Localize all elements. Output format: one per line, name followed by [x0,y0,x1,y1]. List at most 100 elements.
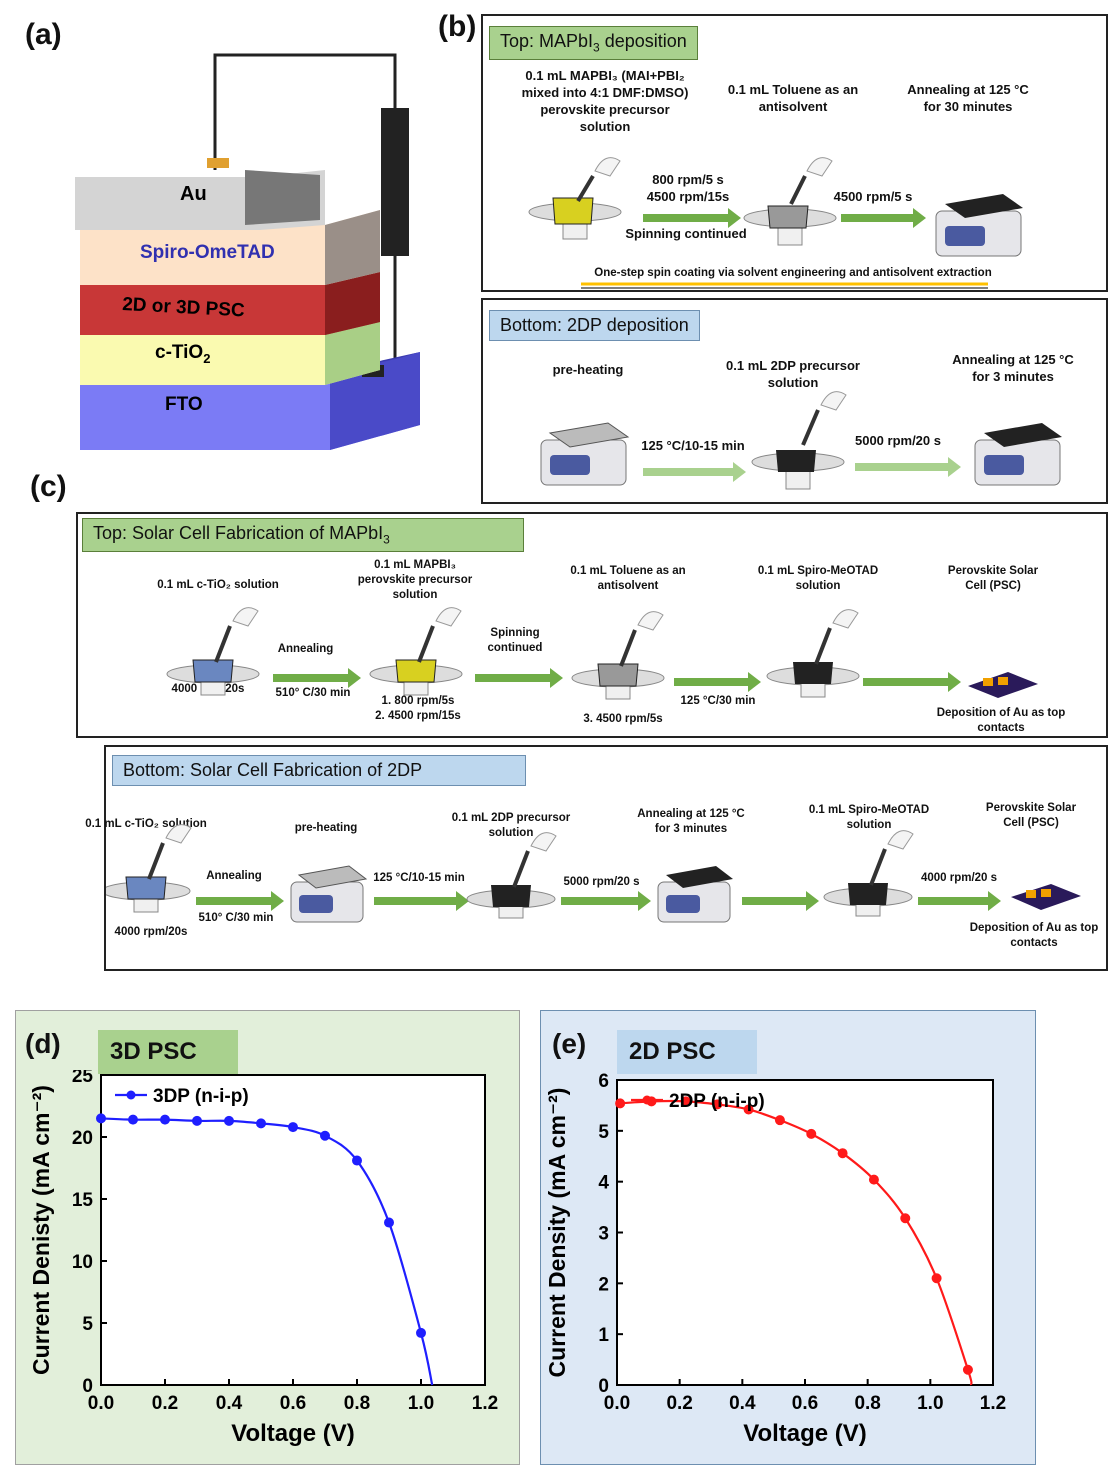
spin-coater-c3 [571,663,665,700]
c-top-s1: 0.1 mL c-TiO₂ solution [157,579,279,591]
chart-e-xtick-label: 0.6 [792,1393,818,1414]
pipette-icon-b [801,391,847,446]
chart-d-data-point [160,1114,170,1125]
c-top-a2: Spinning continued [487,627,543,654]
pipette-icon-c2 [417,607,462,663]
c-bottom-a1b: 510° C/30 min [198,912,274,924]
chart-d-legend-label: 3DP (n-i-p) [153,1086,249,1107]
b-top-step1: 0.1 mL MAPBI₃ (MAI+PBI₂ mixed into 4:1 D… [521,68,689,134]
chart-d-data-point [384,1217,394,1228]
chart-d-xtick-label: 1.2 [472,1393,498,1414]
chart-e-legend-marker [642,1095,652,1105]
c-top-arrow3 [674,672,761,692]
layer-label-fto: FTO [165,394,203,415]
c-bottom-s6b: Deposition of Au as top contacts [969,922,1099,949]
c-bottom-a3: 5000 rpm/20 s [563,876,640,888]
chart-d-ytick-label: 0 [82,1376,93,1397]
b-bottom-panel: Bottom: 2DP deposition pre-heating 0.1 m… [481,298,1108,504]
panel-label-b: (b) [438,10,477,43]
chart-d-xtick-label: 0.0 [88,1393,114,1414]
c-top-header: Top: Solar Cell Fabrication of MAPbI3 [82,518,524,552]
c-bottom-s1b: 4000 rpm/20s [114,926,188,938]
spin-coater-d2 [466,885,556,919]
chart-d-title: 3D PSC [98,1030,238,1074]
layer-label-spiro: Spiro-OmeTAD [140,242,275,263]
c-top-s2: 0.1 mL MAPBI₃ perovskite precursor solut… [357,559,473,601]
b-bottom-step1: pre-heating [552,362,624,377]
chart-e-ylabel: Current Density (mA cm⁻²) [544,1088,570,1378]
hotplate-icon-b2 [974,423,1062,486]
c-bottom-s1: 0.1 mL c-TiO₂ solution [85,818,207,830]
chart-d-data-point [192,1115,202,1126]
chart-e-ytick-label: 5 [598,1122,609,1143]
chart-e-data-point [868,1174,879,1185]
hotplate-icon-d [290,865,368,923]
chart-d-data-point [96,1113,106,1124]
b-top-arrow1 [643,208,741,228]
spin-coater-d3 [823,883,913,917]
chart-e-ytick-label: 6 [598,1071,609,1092]
load-resistor [381,108,409,256]
c-top-s4: 0.1 mL Spiro-MeOTAD solution [757,565,879,592]
spin-coater-1 [528,197,622,240]
b-bottom-arrow1 [643,462,746,482]
spin-coater-b [751,450,845,490]
chart-d-data-point [320,1130,330,1141]
chart-d-data-point [352,1155,362,1166]
chart-e-xtick-label: 0.2 [666,1393,692,1414]
spin-coater-c1 [166,659,260,696]
b-top-header: Top: MAPbI3 deposition [489,26,698,60]
spin-coater-c4 [766,662,860,698]
c-top-arrow4 [863,672,961,692]
c-bottom-arrow4 [742,891,819,911]
pipette-icon-c4 [814,609,859,665]
chart-d-xtick-label: 0.2 [152,1393,178,1414]
chart-d-ytick-label: 10 [72,1252,93,1273]
b-bottom-header: Bottom: 2DP deposition [489,310,700,341]
b-bottom-step3: Annealing at 125 °C for 3 minutes [952,352,1074,384]
c-bottom-arrow3 [561,891,651,911]
chart-e-data-point [615,1098,626,1109]
hotplate-icon-b1 [540,422,630,486]
spin-coater-2 [743,205,837,246]
chart-e-data-point [743,1104,754,1115]
chart-d-ytick-label: 15 [72,1190,94,1211]
c-top-arrow2 [475,668,563,688]
chart-e-legend-label: 2DP (n-i-p) [669,1091,765,1112]
c-top-a3: 125 °C/30 min [680,695,756,707]
chart-e-ytick-label: 2 [598,1274,609,1295]
spin-coater-d1 [106,876,191,913]
b-top-banner: One-step spin coating via solvent engine… [594,267,992,279]
pipette-icon [576,157,621,203]
c-bottom-s3: 0.1 mL 2DP precursor solution [451,812,571,839]
c-bottom-s6: Perovskite Solar Cell (PSC) [985,802,1077,829]
chart-d-data-point [416,1327,426,1338]
chart-e-xtick-label: 0.4 [729,1393,756,1414]
c-top-s2b: 1. 800 rpm/5s 2. 4500 rpm/15s [375,695,461,722]
b-top-spin1: 800 rpm/5 s 4500 rpm/15s [646,172,730,204]
spin-coater-c2 [369,659,463,696]
c-bottom-arrow1 [196,891,284,911]
c-top-s3: 0.1 mL Toluene as an antisolvent [570,565,686,592]
chart-d-ylabel: Current Denisty (mA cm⁻²) [28,1085,54,1375]
c-bottom-s4: Annealing at 125 °C for 3 minutes [637,808,745,835]
chart-d-xtick-label: 0.6 [280,1393,306,1414]
chart-d-xtick-label: 1.0 [408,1393,434,1414]
pipette-icon-c1 [214,607,259,663]
chart-e-ytick-label: 1 [598,1325,609,1346]
chart-e-xtick-label: 0.8 [854,1393,880,1414]
c-top-s3b: 3. 4500 rpm/5s [583,713,663,725]
c-bottom-panel: Bottom: Solar Cell Fabrication of 2DP 0.… [85,745,1108,971]
chart-d-data-point [288,1122,298,1133]
chart-e-ytick-label: 0 [598,1376,609,1397]
panel-label-c: (c) [30,470,67,503]
c-bottom-a2: 125 °C/10-15 min [373,872,465,884]
hotplate-icon [935,194,1023,257]
b-top-panel: Top: MAPbI3 deposition 0.1 mL MAPBI₃ (MA… [481,14,1108,292]
chart-e-data-point [837,1148,848,1159]
layer-label-au: Au [180,183,207,205]
c-bottom-header: Bottom: Solar Cell Fabrication of 2DP [112,755,526,786]
b-top-step2: 0.1 mL Toluene as an antisolvent [727,82,859,114]
b-top-step3: Annealing at 125 °C for 30 minutes [907,82,1029,114]
